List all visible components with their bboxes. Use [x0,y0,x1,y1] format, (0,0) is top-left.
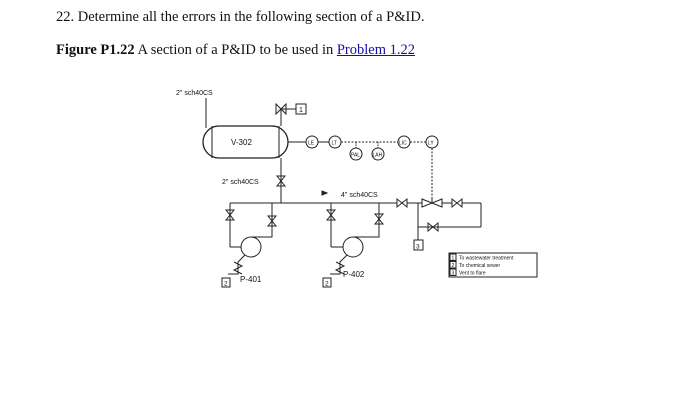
problem-link[interactable]: Problem 1.22 [336,42,415,58]
lt-label: LT [332,141,337,147]
p401-suction-valve-icon [224,209,236,221]
legend-text-1: To wastewater treatment [459,256,514,262]
question-text: 22. Determine all the errors in the foll… [56,9,425,25]
p402-label: P-402 [343,270,365,279]
control-valve-icon [421,198,443,208]
legend-num-3: 3 [452,271,455,277]
pipe-label-top: 2" sch40CS [176,90,213,97]
legend-key-3 [449,268,457,276]
p401-tag-box [221,277,231,288]
p402-discharge [353,203,380,238]
legend-num-1: 1 [452,256,455,262]
block-valve-1-icon [396,197,408,209]
pipe-label-right: 4" sch40CS [341,192,378,199]
pump-p401 [240,236,262,258]
p401-label: P-401 [240,275,262,284]
legend-key-2 [449,261,457,269]
vent-valve-icon [275,102,287,116]
ly-label: LY [428,141,434,147]
lic-label: LIC [399,141,407,147]
p401-discharge [251,203,273,238]
pump-p402 [342,236,364,258]
le-label: LE [308,141,315,147]
legend-text-2: To chemical sewer [459,263,500,269]
p402-drain-valve-icon [334,261,346,275]
p401-discharge-valve-icon [266,215,278,227]
legend-num-2: 2 [452,263,455,269]
p401-tag: 2 [224,281,228,288]
pipe-label-mid: 2" sch40CS [222,179,259,186]
figure-caption-text: A section of a P&ID to be used in [134,42,337,58]
p402-tag: 2 [325,281,329,288]
right-tag: 3 [416,244,420,251]
flow-arrow-icon [321,190,329,196]
right-tag-box [413,239,424,251]
legend-key-1 [449,253,457,261]
outlet-valve-icon [275,175,287,187]
lah-label: LAH [373,153,383,159]
p402-discharge-valve-icon [373,213,385,225]
p401-drain-valve-icon [232,261,244,275]
figure-caption: Figure P1.22 A section of a P&ID to be u… [56,42,415,59]
vent-tag-box [295,103,307,115]
legend-box [448,252,538,278]
legend-text-3: Vent to flare [459,271,486,277]
p402-tag-box [322,277,332,288]
figure-label: Figure P1.22 [56,42,135,58]
block-valve-2-icon [451,197,463,209]
vent-tag: 1 [299,107,303,114]
vessel-label: V-302 [231,138,252,147]
pal-label: PAL [351,153,360,159]
bypass-valve-icon [427,221,439,233]
bypass-line [417,203,481,228]
p402-suction-valve-icon [325,209,337,221]
